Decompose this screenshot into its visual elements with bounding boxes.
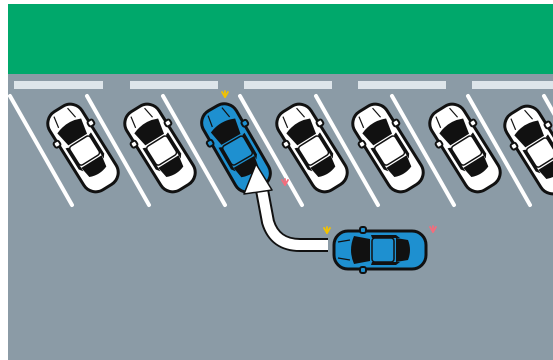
curb-marker	[244, 81, 332, 89]
curb-marker	[358, 81, 446, 89]
curb-markers	[14, 81, 553, 89]
reversing-car-icon	[334, 227, 426, 273]
curb-marker	[130, 81, 218, 89]
grass-strip	[8, 4, 553, 74]
curb-marker	[14, 81, 103, 89]
curb-marker	[472, 81, 553, 89]
blue-reversing-car	[334, 227, 426, 273]
